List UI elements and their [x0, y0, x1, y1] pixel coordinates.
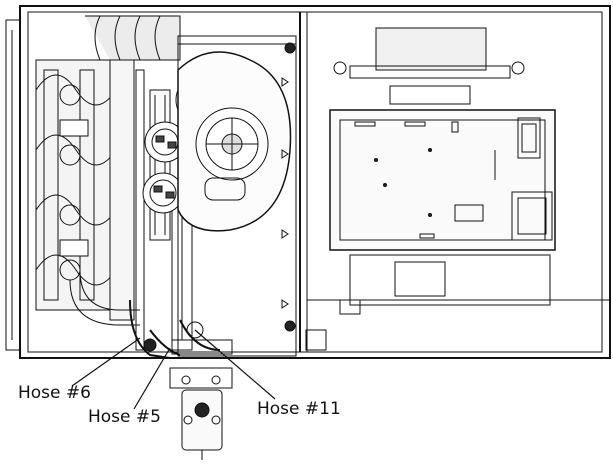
heat-exchanger [35, 59, 117, 311]
blower-compartment [171, 35, 297, 357]
transformer [333, 27, 525, 105]
inducer-blower [177, 51, 292, 232]
callout-hose-6: Hose #6 [18, 383, 91, 403]
leader-lines [71, 329, 276, 410]
callout-hose-11: Hose #11 [257, 399, 341, 419]
flue-pipe [69, 15, 181, 326]
cabinet-outline [5, 5, 611, 359]
hoses [129, 299, 221, 359]
drain-trap [169, 367, 233, 460]
control-box [329, 109, 556, 251]
lower-bracket [305, 254, 610, 351]
pressure-switch-bottom [142, 172, 184, 214]
callout-hose-5: Hose #5 [88, 407, 161, 427]
